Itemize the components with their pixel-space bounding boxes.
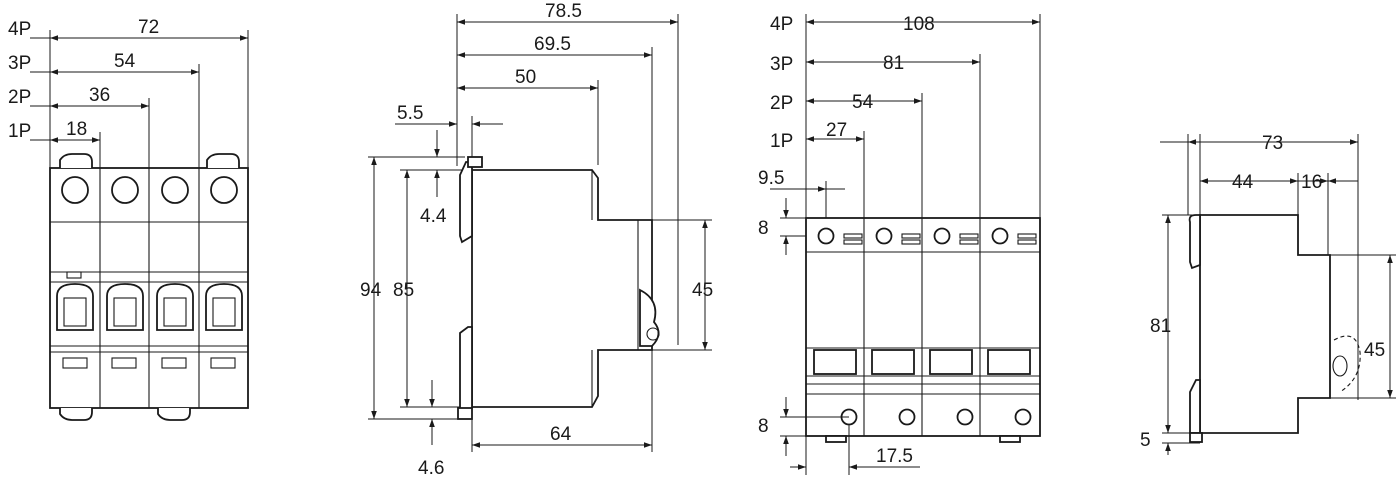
base-dimension-1 <box>471 350 653 452</box>
pole-width-dimensions-2 <box>805 14 1041 218</box>
label-2p: 2P <box>8 87 31 108</box>
breaker-body-front-2 <box>805 217 1041 437</box>
depth-78-5: 78.5 <box>545 1 582 22</box>
width-27: 27 <box>826 120 847 141</box>
window-height-45: 45 <box>692 280 713 301</box>
depth-44: 44 <box>1232 172 1254 193</box>
breaker-body-side-2 <box>1188 214 1361 443</box>
breaker-body-side-1 <box>457 156 660 420</box>
top-terminal-screws-2 <box>817 227 1037 245</box>
top-clips-1 <box>59 153 240 168</box>
width-4p: 72 <box>138 17 159 38</box>
side-view-1: 78.5 69.5 50 5.5 94 85 4.4 4.6 45 <box>360 1 713 479</box>
height-81: 81 <box>1150 316 1171 337</box>
handle-blocks-2 <box>813 349 1031 375</box>
width-108: 108 <box>903 14 935 35</box>
base-offset-5: 5 <box>1140 430 1151 451</box>
label-3p-2: 3P <box>770 54 793 75</box>
label-2p-2: 2P <box>770 93 793 114</box>
bottom-terminal-dimension <box>780 397 849 456</box>
terminal-screws-1 <box>61 176 238 204</box>
label-4p: 4P <box>8 19 31 40</box>
depth-50: 50 <box>515 67 536 88</box>
side-view-2: 73 44 16 81 5 45 <box>1140 133 1396 455</box>
bottom-offset-17-5: 17.5 <box>876 446 913 467</box>
bottom-offset-dimension <box>790 425 920 475</box>
depth-69-5: 69.5 <box>534 34 571 55</box>
clip-offset-4-6: 4.6 <box>418 458 444 479</box>
label-1p-2: 1P <box>770 131 793 152</box>
clip-offset-4-4: 4.4 <box>420 206 447 227</box>
window-height-45-2: 45 <box>1364 340 1385 361</box>
width-3p: 54 <box>114 51 136 72</box>
height-dimensions-1 <box>368 130 465 445</box>
width-2p: 36 <box>89 85 110 106</box>
height-94: 94 <box>360 280 382 301</box>
label-1p: 1P <box>8 121 31 142</box>
toggle-handles-1 <box>56 283 243 331</box>
width-1p: 18 <box>66 119 87 140</box>
depth-73: 73 <box>1262 133 1283 154</box>
window-dimension-2 <box>1330 254 1396 399</box>
label-3p: 3P <box>8 53 31 74</box>
width-81: 81 <box>883 53 904 74</box>
terminal-offset-9-5: 9.5 <box>758 168 784 189</box>
front-view-2: 4P 3P 2P 1P 108 81 54 27 9.5 8 <box>758 14 1041 475</box>
label-4p-2: 4P <box>770 14 793 35</box>
bottom-terminal-8: 8 <box>758 416 769 437</box>
depth-16: 16 <box>1301 172 1322 193</box>
top-terminal-8: 8 <box>758 218 769 239</box>
front-view-1: 4P 3P 2P 1P 72 54 36 18 <box>8 17 249 421</box>
clip-depth-5-5: 5.5 <box>397 103 423 124</box>
width-54: 54 <box>852 92 874 113</box>
height-85: 85 <box>393 280 414 301</box>
base-depth-64: 64 <box>550 424 572 445</box>
depth-dimensions-2 <box>1160 134 1359 400</box>
bottom-clips-1 <box>59 408 191 421</box>
bottom-feet-2 <box>825 435 1021 443</box>
label-windows-1 <box>62 357 236 369</box>
pole-width-dimensions <box>30 30 249 168</box>
